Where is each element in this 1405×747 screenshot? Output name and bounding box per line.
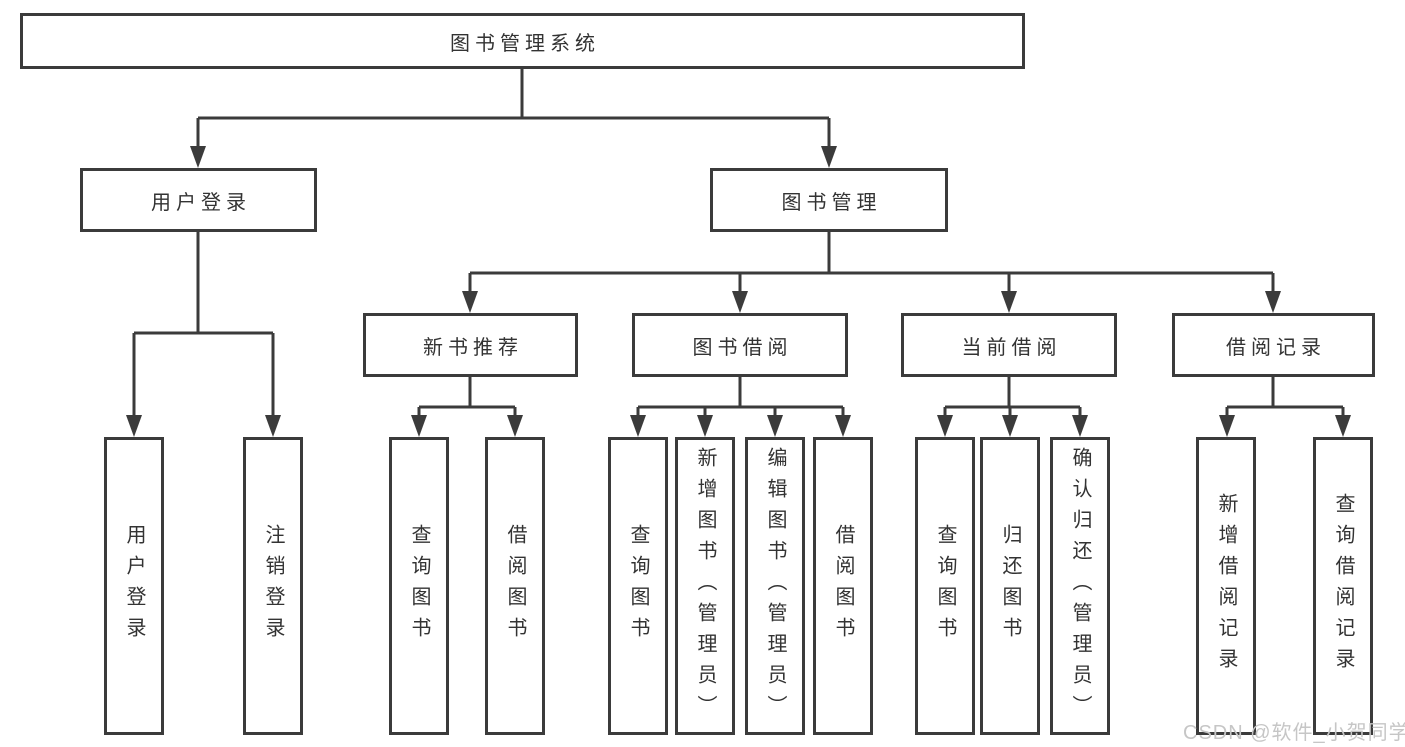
leaf-br-add-record: 新增借阅记录 [1196, 437, 1256, 735]
node-book-management: 图书管理 [710, 168, 948, 232]
leaf-br-query-record: 查询借阅记录 [1313, 437, 1373, 735]
edges-book-borrowing [630, 377, 851, 437]
leaf-bb-borrow-books-label: 借阅图书 [832, 524, 854, 648]
edges-root-to-level2 [190, 69, 837, 168]
leaf-user-login: 用户登录 [104, 437, 164, 735]
leaf-bb-query-books-label: 查询图书 [627, 524, 649, 648]
node-new-book-recommend: 新书推荐 [363, 313, 578, 377]
node-book-borrowing-label: 图书借阅 [692, 336, 793, 359]
leaf-bb-add-books-admin-label: 新增图书（管理员） [694, 446, 716, 726]
leaf-bb-borrow-books: 借阅图书 [813, 437, 873, 735]
node-user-login: 用户登录 [80, 168, 317, 232]
node-root-label: 图书管理系统 [450, 32, 600, 55]
leaf-bb-query-books: 查询图书 [608, 437, 668, 735]
edges-new-book-recommend [411, 377, 523, 437]
node-new-book-recommend-label: 新书推荐 [423, 336, 523, 359]
leaf-nb-query-books-label: 查询图书 [408, 524, 430, 648]
leaf-cb-query-books: 查询图书 [915, 437, 975, 735]
leaf-cb-query-books-label: 查询图书 [934, 524, 956, 648]
leaf-logout-label: 注销登录 [262, 524, 284, 648]
node-current-borrowing-label: 当前借阅 [961, 336, 1062, 359]
node-book-borrowing: 图书借阅 [632, 313, 848, 377]
node-root: 图书管理系统 [20, 13, 1025, 69]
leaf-bb-edit-books-admin-label: 编辑图书（管理员） [764, 446, 786, 726]
leaf-br-add-record-label: 新增借阅记录 [1215, 493, 1237, 679]
leaf-cb-confirm-return-admin: 确认归还（管理员） [1050, 437, 1110, 735]
edges-current-borrowing [937, 377, 1088, 437]
node-borrowing-records: 借阅记录 [1172, 313, 1375, 377]
leaf-br-query-record-label: 查询借阅记录 [1332, 493, 1354, 679]
leaf-bb-edit-books-admin: 编辑图书（管理员） [745, 437, 805, 735]
leaf-cb-return-books: 归还图书 [980, 437, 1040, 735]
edges-borrowing-records [1219, 377, 1351, 437]
edges-book-management [462, 232, 1281, 313]
leaf-nb-query-books: 查询图书 [389, 437, 449, 735]
leaf-cb-confirm-return-admin-label: 确认归还（管理员） [1069, 446, 1091, 726]
edges-user-login [126, 232, 281, 437]
leaf-logout: 注销登录 [243, 437, 303, 735]
csdn-watermark: CSDN @软件_小贺同学 [1183, 722, 1405, 744]
leaf-nb-borrow-books-label: 借阅图书 [504, 524, 526, 648]
node-borrowing-records-label: 借阅记录 [1226, 336, 1326, 359]
leaf-nb-borrow-books: 借阅图书 [485, 437, 545, 735]
node-current-borrowing: 当前借阅 [901, 313, 1117, 377]
node-user-login-label: 用户登录 [151, 191, 251, 214]
leaf-bb-add-books-admin: 新增图书（管理员） [675, 437, 735, 735]
leaf-cb-return-books-label: 归还图书 [999, 524, 1021, 648]
node-book-management-label: 图书管理 [781, 191, 882, 214]
leaf-user-login-label: 用户登录 [123, 524, 145, 648]
